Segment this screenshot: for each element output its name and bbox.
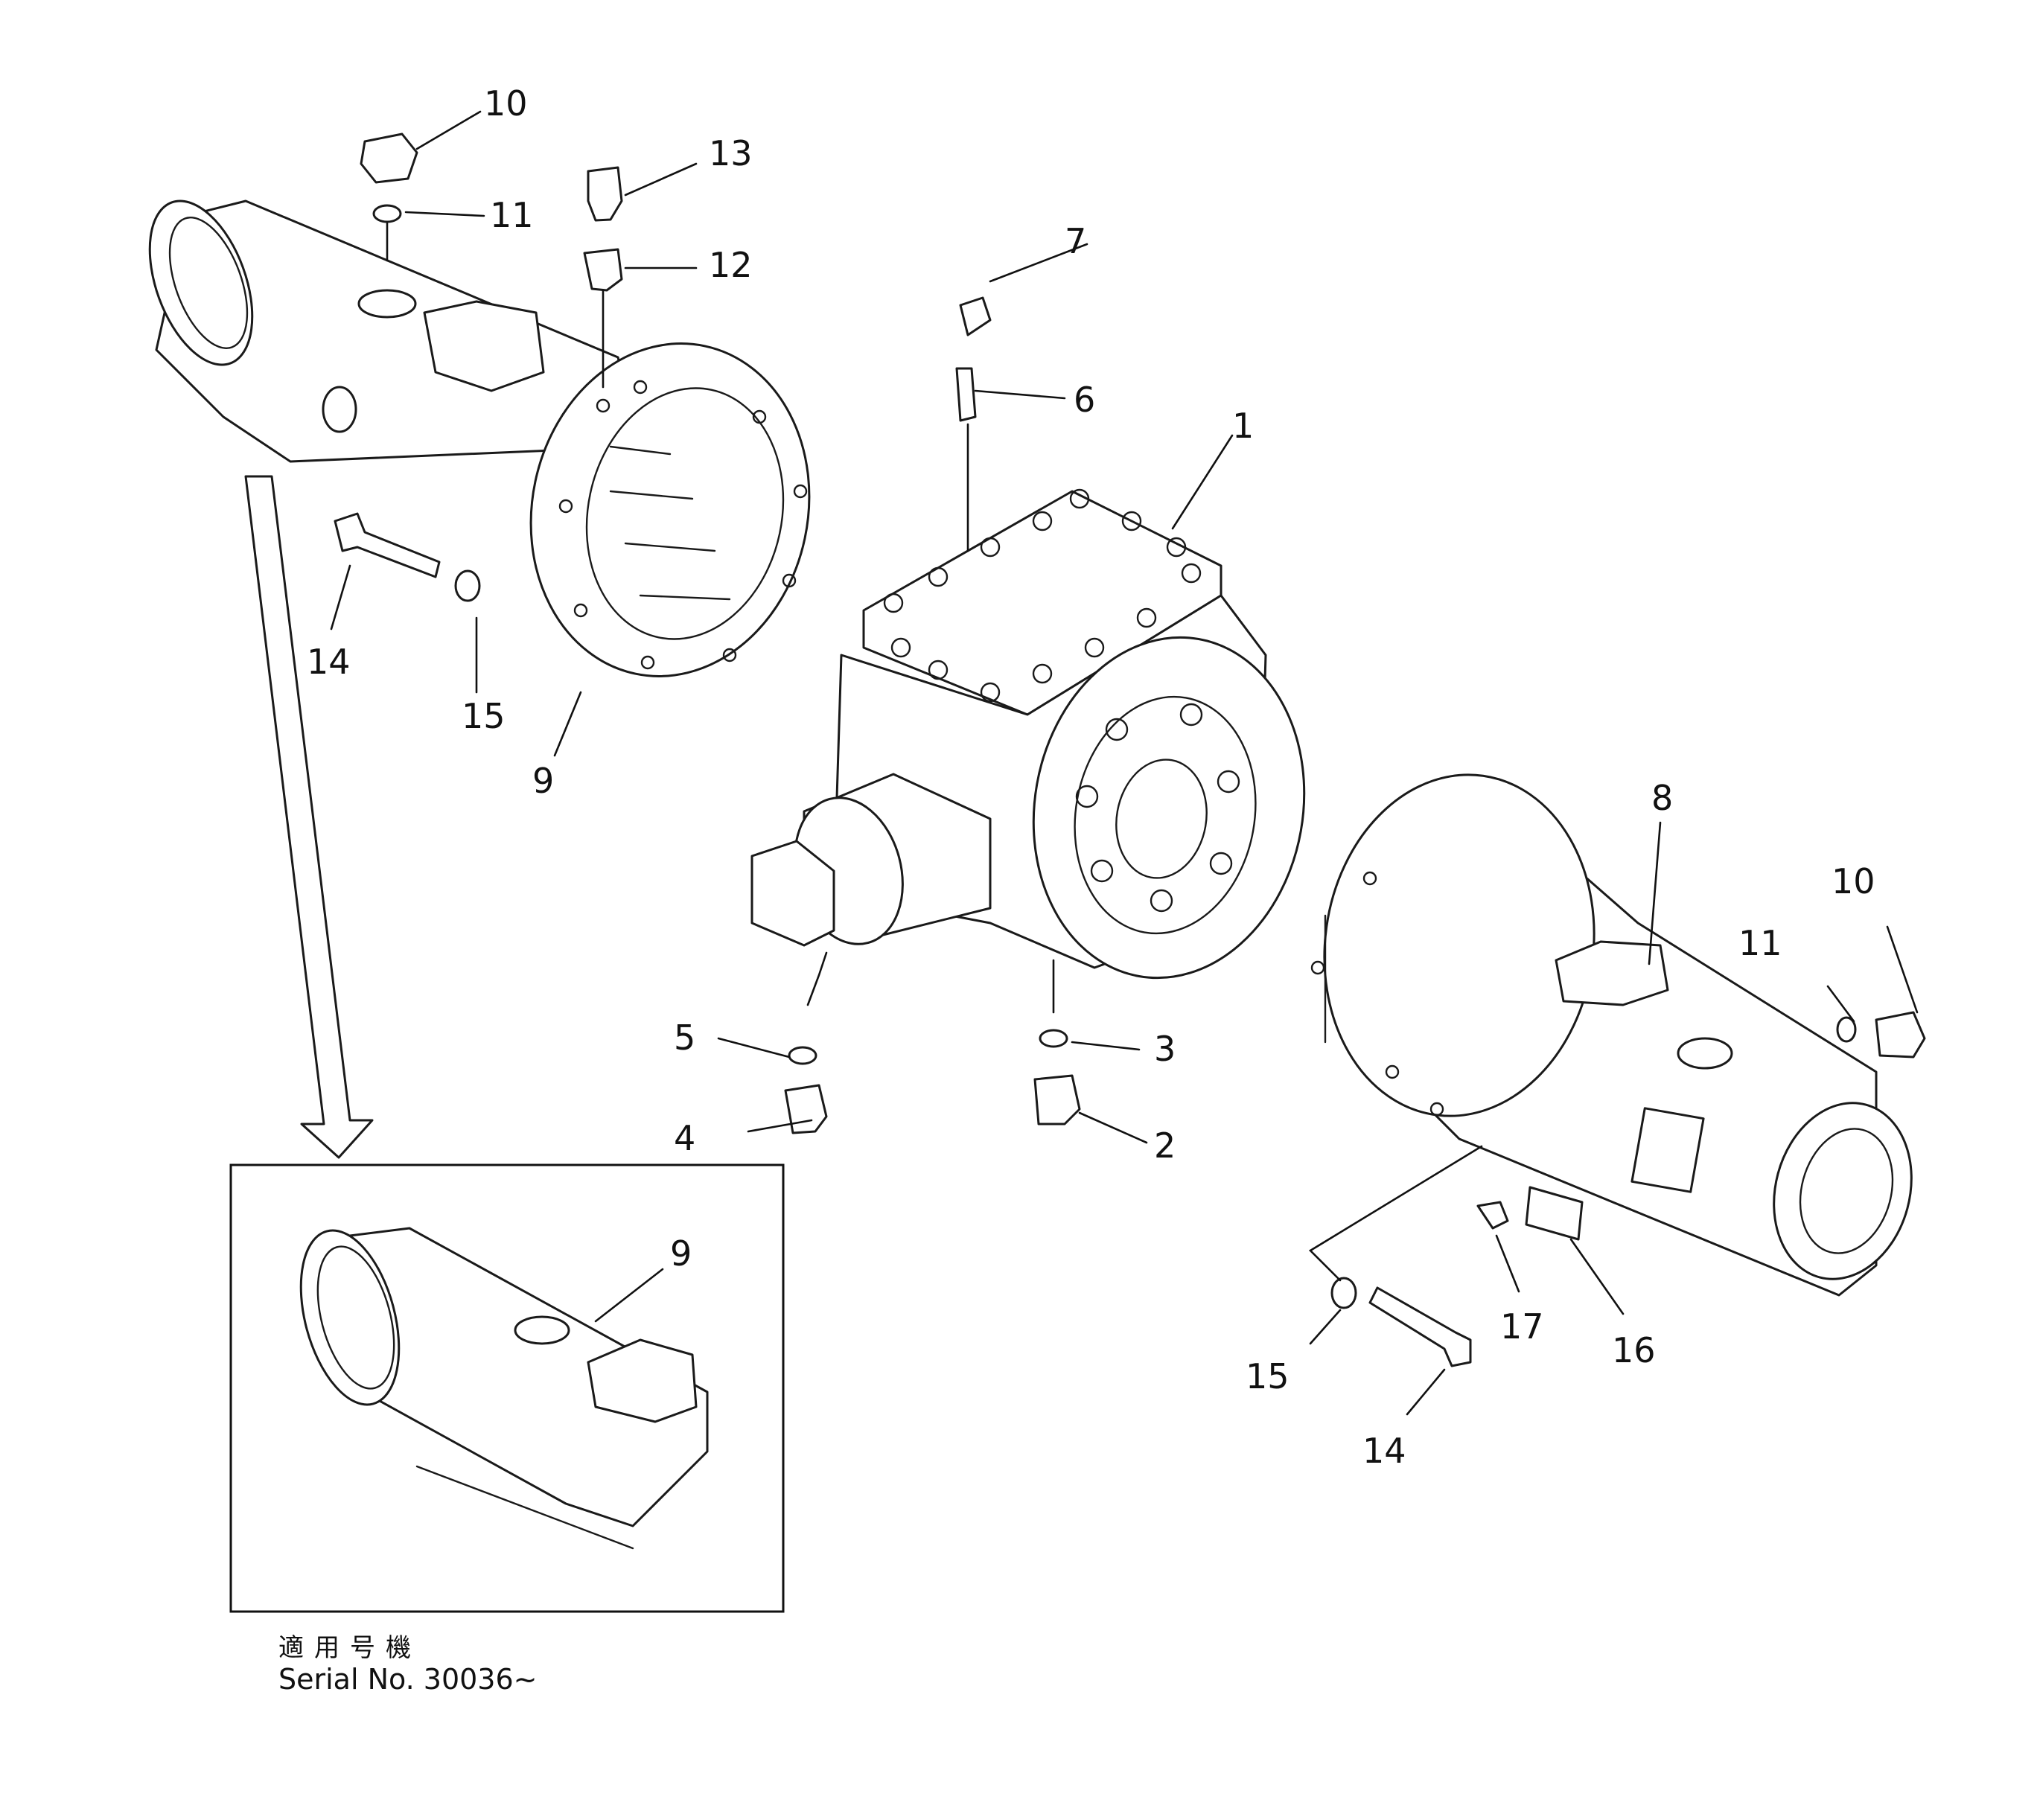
o-ring-11-left: [372, 204, 402, 223]
callout-10-right: 10: [1832, 861, 1875, 901]
callout-9-inset: 9: [670, 1233, 692, 1274]
callout-3: 3: [1154, 1029, 1176, 1069]
callout-11-right: 11: [1738, 923, 1782, 963]
callout-12: 12: [709, 245, 753, 285]
callout-17: 17: [1500, 1306, 1544, 1347]
screw-17: [1476, 1201, 1509, 1230]
callout-11-left: 11: [490, 195, 534, 235]
differential-carrier: [750, 488, 1306, 980]
o-ring-3: [1039, 1029, 1068, 1048]
applicable-machine-label: 適用号機: [278, 1633, 421, 1663]
plug-10-left: [360, 132, 418, 184]
callout-7: 7: [1065, 221, 1086, 261]
plug-4: [784, 1084, 828, 1134]
callout-5: 5: [674, 1018, 695, 1058]
plate-16: [1525, 1186, 1584, 1241]
callout-1: 1: [1232, 406, 1254, 446]
o-ring-11-right: [1836, 1016, 1857, 1043]
callout-15-left: 15: [462, 696, 506, 736]
washer-15-right: [1330, 1277, 1357, 1309]
plug-10-right: [1875, 1011, 1926, 1059]
right-axle-housing: [1310, 773, 1913, 1297]
callout-10-left: 10: [484, 83, 528, 124]
inset-arrow: [244, 475, 374, 1159]
callout-15-right: 15: [1246, 1356, 1290, 1396]
inset-box: [229, 1163, 785, 1613]
flange-bolts: [1075, 703, 1240, 913]
o-ring-5: [788, 1046, 817, 1065]
plug-2: [1033, 1074, 1081, 1125]
callout-6: 6: [1074, 380, 1095, 420]
callout-14-right: 14: [1362, 1431, 1406, 1471]
callout-14-left: 14: [307, 642, 351, 682]
callout-13: 13: [709, 133, 753, 173]
callout-16: 16: [1612, 1330, 1656, 1370]
callout-9-main: 9: [532, 761, 554, 801]
left-axle-housing: [148, 199, 811, 677]
washer-15-left: [454, 569, 481, 602]
callout-8: 8: [1651, 778, 1673, 818]
callout-2: 2: [1154, 1125, 1176, 1166]
bolt-14-left: [334, 512, 441, 578]
callout-numbers: 1 2 3 4 5 6 7 8 9 9 10 10 11 11 12 13 14…: [307, 83, 1875, 1471]
small-parts: [334, 132, 1926, 1367]
callout-4: 4: [674, 1118, 695, 1158]
fitting-13: [587, 166, 623, 222]
cover-bolts: [883, 488, 1202, 703]
bolt-14-right: [1368, 1286, 1472, 1367]
breather-cap-7: [959, 296, 992, 336]
adapter-12: [583, 248, 623, 292]
breather-6: [955, 367, 977, 422]
serial-number-label: Serial No. 30036~: [278, 1663, 538, 1696]
leader-lines: [330, 110, 1919, 1416]
